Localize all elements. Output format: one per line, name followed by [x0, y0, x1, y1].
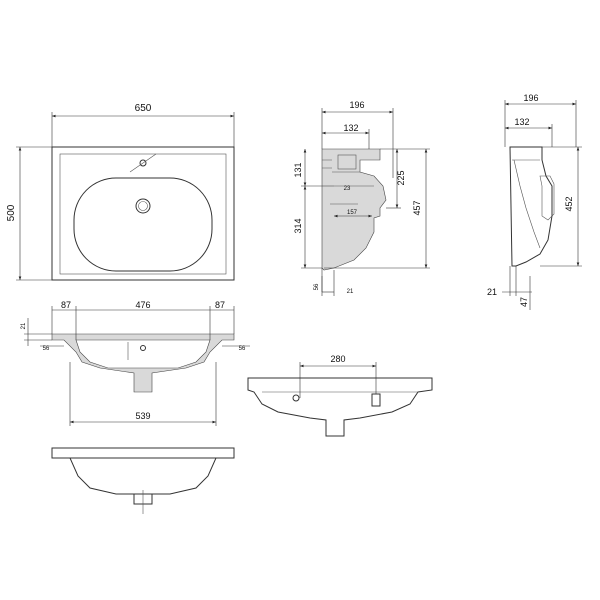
front-view-hole	[292, 394, 300, 402]
side-detail-157-label: 157	[347, 210, 358, 216]
bowl-outline	[73, 177, 213, 272]
sideview-height-label: 452	[564, 196, 574, 211]
side-detail-23-label: 23	[344, 186, 351, 192]
front-left-height-label: 21	[21, 322, 27, 329]
rim-lines	[322, 159, 332, 169]
bottom-bowl-outline	[69, 457, 217, 495]
sideview-depth-total-label: 196	[523, 93, 538, 103]
side-depth-total-label: 196	[349, 100, 364, 110]
top-width-label: 650	[135, 103, 152, 114]
side-height-mid-label: 225	[396, 170, 406, 185]
front-bowl-cavity	[75, 339, 211, 369]
section-inner-line	[330, 171, 374, 205]
side-view: 196 132 452 21 47	[487, 93, 582, 310]
section-profile	[321, 148, 387, 271]
front-section: 87 476 87 21 56 56 539	[21, 300, 250, 426]
side-height-lower-label: 314	[293, 218, 303, 233]
sideview-bottom-21-label: 21	[487, 287, 497, 297]
side-tap	[539, 175, 555, 221]
front-view-mount-label: 280	[330, 354, 345, 364]
drain-inner	[138, 201, 148, 211]
tap-hole	[139, 159, 147, 167]
front-overflow-hole	[140, 345, 146, 351]
side-inner-outline	[512, 159, 541, 249]
front-right-rim-label: 87	[215, 300, 225, 310]
front-view: 280	[247, 354, 433, 437]
front-left-rim-label: 87	[61, 300, 71, 310]
bottom-rim	[51, 447, 235, 459]
drain-outer	[135, 198, 151, 214]
front-view-tap-boss	[371, 393, 381, 407]
side-height-total-label: 457	[412, 200, 422, 215]
side-section: 196 132 131 314 225 457 23 157 21 56	[293, 100, 430, 296]
front-right-56-label: 56	[239, 346, 246, 352]
tap-boss	[337, 154, 357, 170]
side-bottom-56-label: 56	[314, 283, 320, 290]
tap-hole-axis	[129, 153, 157, 173]
basin-rim-inner	[59, 153, 227, 275]
side-bottom-21-label: 21	[347, 289, 354, 295]
front-view-outline	[247, 377, 433, 437]
basin-outline	[51, 146, 235, 281]
top-depth-label: 500	[6, 204, 17, 221]
side-depth-inner-label: 132	[343, 123, 358, 133]
sideview-depth-inner-label: 132	[514, 117, 529, 127]
front-bowl-width-label: 476	[135, 300, 150, 310]
bottom-view	[51, 447, 235, 514]
side-outline	[509, 146, 553, 267]
front-base-width-label: 539	[135, 411, 150, 421]
sideview-bottom-47-label: 47	[519, 297, 529, 307]
side-height-upper-label: 131	[293, 162, 303, 177]
top-view: 650 500	[6, 103, 235, 281]
front-left-56-label: 56	[43, 346, 50, 352]
